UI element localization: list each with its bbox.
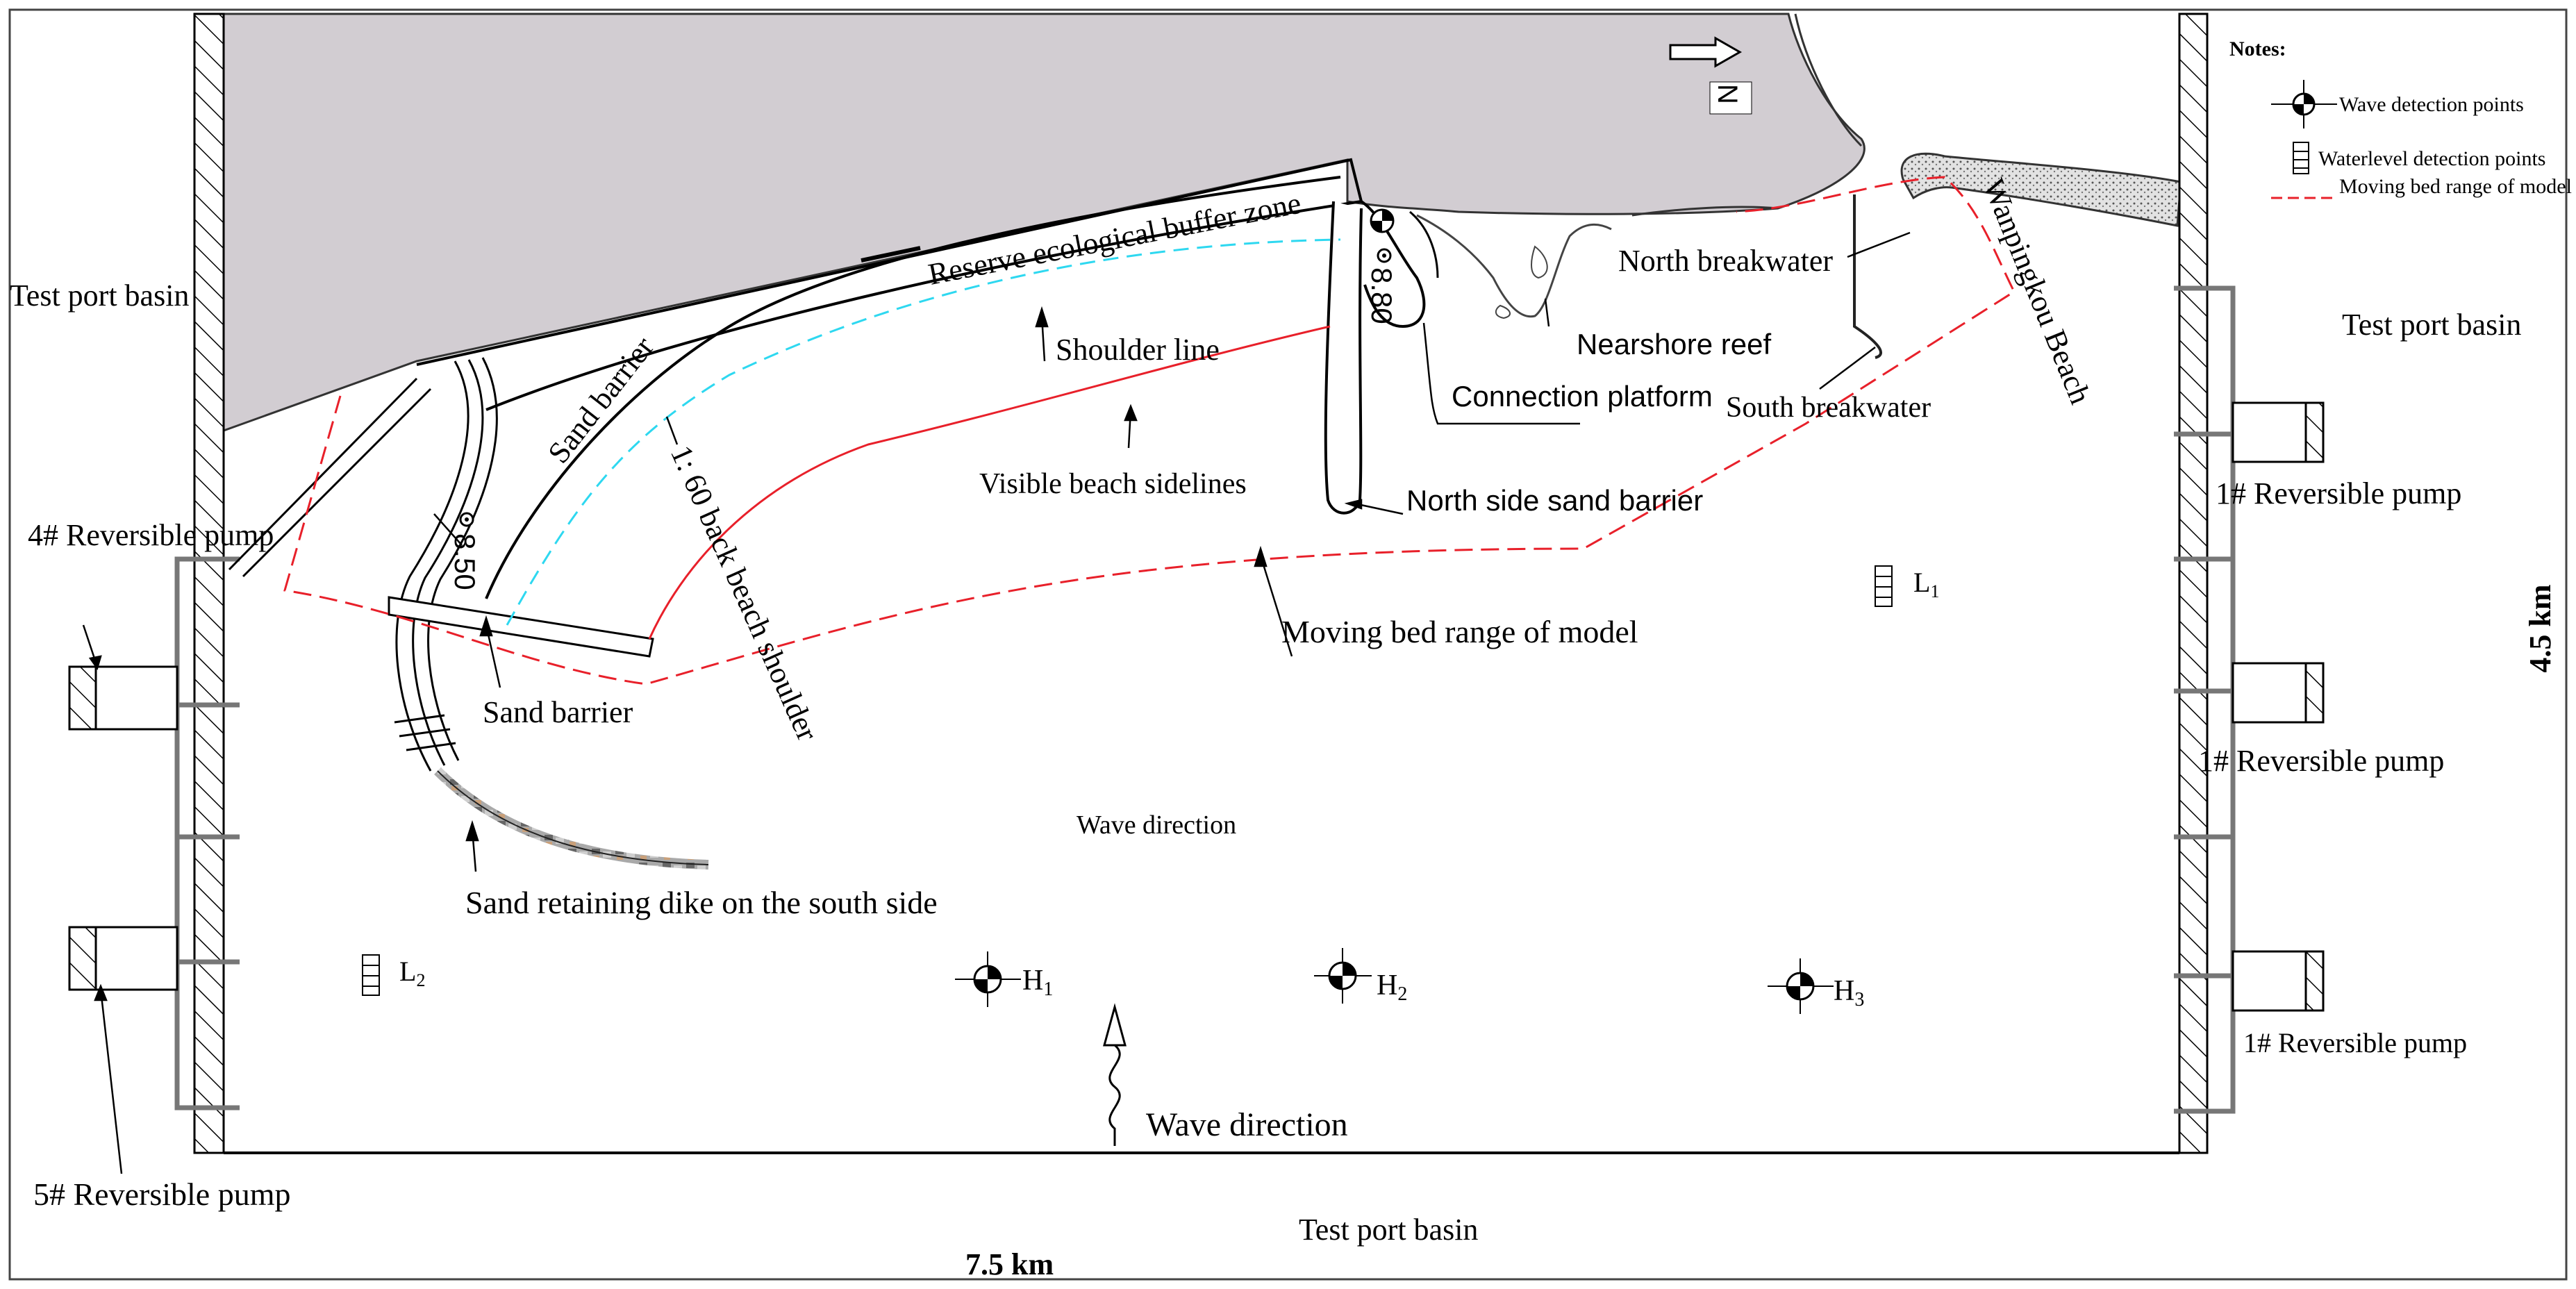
waterlevel-point-l2 [362,954,380,996]
label-l1: L1 [1913,567,1939,601]
wave-point-connection [1370,208,1395,233]
label-pump-1c: 1# Reversible pump [2243,1027,2467,1058]
legend-waterlevel-icon [2293,142,2309,174]
label-h1: H1 [1022,965,1053,1000]
label-sand-barrier-low: Sand barrier [483,695,633,729]
reef-outline [1416,214,1612,318]
north-arrow-icon [1669,36,1752,115]
label-test-port-basin-bottom: Test port basin [1299,1213,1478,1247]
label-sand-barrier-top: Sand barrier [541,330,660,469]
label-moving-bed: Moving bed range of model [1281,614,1638,649]
label-l2: L2 [399,956,425,990]
reserve-buffer-band [416,158,1363,411]
label-south-breakwater: South breakwater [1726,392,1931,424]
label-pump-4: 4# Reversible pump [28,518,274,552]
label-wanpingkou-beach: Wanpingkou Beach [1977,174,2098,408]
label-test-port-basin-right: Test port basin [2342,308,2521,342]
label-elevation-880: 8.80 [1365,267,1398,324]
connection-platform-structure [1324,201,1363,515]
label-back-beach-shoulder: 1: 60 back beach shoulder [664,440,825,746]
shoulder-line [506,238,1341,626]
wanpingkou-structure [1900,152,2182,227]
pump-5-box [68,926,178,991]
label-pump-1b: 1# Reversible pump [2198,744,2444,778]
label-north-side-sand-barrier: North side sand barrier [1406,484,1703,517]
legend-waterlevel-label: Waterlevel detection points [2318,147,2545,170]
label-pump-5: 5# Reversible pump [33,1176,291,1212]
north-breakwater-structure [1853,194,1882,359]
elevation-marker-880 [1377,248,1392,263]
waterlevel-point-l1 [1875,565,1893,607]
moving-bed-boundary [283,176,2016,685]
pump-1c-box [2232,950,2325,1012]
label-connection-platform: Connection platform [1452,380,1713,413]
label-elevation-850: 8.50 [449,533,481,590]
wave-point-h3 [1768,958,1834,1014]
land-area [222,13,1865,433]
sand-barrier-line [485,176,1341,599]
wave-point-h2 [1314,948,1372,1004]
pump-1a-box [2232,401,2325,463]
pump-1b-box [2232,662,2325,724]
legend-wave-label: Wave detection points [2339,93,2524,116]
right-wall [2178,13,2209,1154]
label-wave-direction-mid: Wave direction [1077,810,1236,840]
label-width-dimension: 7.5 km [965,1247,1054,1281]
wave-point-h1 [955,951,1021,1007]
label-north-breakwater: North breakwater [1618,244,1833,278]
legend-wave-icon [2271,80,2337,128]
left-pump-manifold [174,556,240,1111]
label-h3: H3 [1834,975,1864,1011]
label-shoulder-line: Shoulder line [1056,333,1220,367]
south-groin [394,357,498,772]
wave-direction-arrow-icon [1103,1003,1127,1146]
label-h2: H2 [1377,970,1407,1005]
label-test-port-basin-left: Test port basin [10,278,189,313]
elevation-marker-850 [459,512,474,527]
outer-frame [8,8,2568,1281]
label-nearshore-reef: Nearshore reef [1577,328,1771,360]
label-height-dimension: 4.5 km [2523,584,2557,672]
legend-moving-bed-label: Moving bed range of model [2339,175,2572,198]
label-visible-sidelines: Visible beach sidelines [979,468,1247,500]
sand-retaining-dike [434,767,709,870]
pump-4-box [68,665,178,731]
label-north-symbol: N [1712,84,1743,104]
label-sand-retaining-dike: Sand retaining dike on the south side [465,885,938,920]
sand-barrier-spit [388,596,654,658]
left-wall [193,13,225,1154]
visible-sideline [648,325,1331,640]
label-pump-1a: 1# Reversible pump [2216,476,2461,510]
label-wave-direction-bottom: Wave direction [1146,1106,1348,1143]
legend-title: Notes: [2229,38,2286,60]
